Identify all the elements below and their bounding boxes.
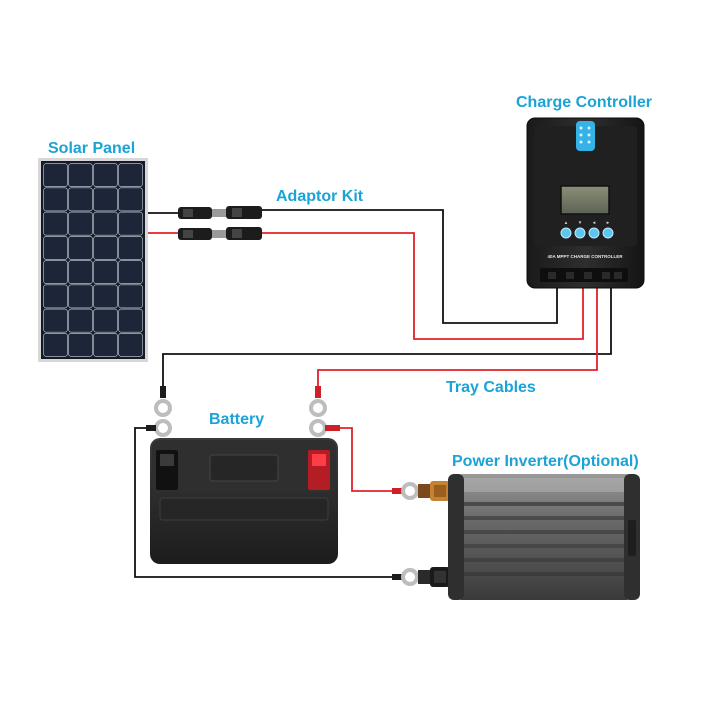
solar-cell [93,333,118,357]
solar-cell [118,187,143,212]
label-battery: Battery [209,411,264,428]
inverter-black-wire [134,427,396,578]
solar-cell [118,236,143,260]
solar-cell [118,163,143,187]
ring-terminal-inverter-negative [392,568,419,586]
battery-negative-terminal [156,450,178,490]
tray-black-wire [162,288,612,394]
solar-cell [43,211,68,236]
solar-cell [93,284,118,309]
controller-button-right [602,227,614,239]
button-glyph-down: ▼ [578,220,582,225]
inverter-red-wire [340,427,396,492]
solar-cell [93,260,118,284]
label-adaptor-kit: Adaptor Kit [276,188,364,205]
solar-cell [68,211,93,236]
solar-cell [118,211,143,236]
solar-cell [43,284,68,309]
wires [134,209,612,578]
tray-red-wire [317,288,598,394]
solar-cell [68,308,93,333]
battery [150,438,338,564]
adaptor-black-wire [262,209,558,324]
solar-cell [68,260,93,284]
solar-cell [118,284,143,309]
controller-button-left [588,227,600,239]
button-glyph-left: ◄ [592,220,596,225]
battery-positive-terminal [308,450,330,490]
labels: Charge Controller Solar Panel Adaptor Ki… [48,94,652,470]
solar-cell [43,333,68,357]
charge-controller: ▲ ▼ ◄ ► 40A MPPT CHARGE CONTROLLER [526,117,645,289]
solar-cell [118,308,143,333]
led-indicator-strip [576,121,595,151]
lcd-screen [560,185,610,215]
solar-cell [93,308,118,333]
solar-cells [43,163,143,357]
solar-cell [68,236,93,260]
button-glyph-right: ► [606,220,610,225]
solar-cell [93,163,118,187]
adaptor-red-wire [262,232,584,340]
power-inverter [418,474,640,600]
ring-terminal-battery-negative [146,419,172,437]
label-tray-cables: Tray Cables [446,379,536,396]
inverter-positive-post [418,481,450,501]
label-solar-panel: Solar Panel [48,140,135,157]
controller-model-text: 40A MPPT CHARGE CONTROLLER [547,254,623,259]
adaptor-kit [178,206,262,240]
controller-button-down [574,227,586,239]
ring-terminal-inverter-positive [392,482,419,500]
solar-cell [43,260,68,284]
label-power-inverter: Power Inverter(Optional) [452,453,639,470]
solar-cell [68,163,93,187]
solar-panel [38,158,148,362]
controller-button-up [560,227,572,239]
mc4-connector-black [178,206,262,219]
solar-cell [118,333,143,357]
solar-cell [43,236,68,260]
ring-terminal-tray-red [309,386,327,417]
inverter-negative-post [418,567,450,587]
ring-terminal-tray-black [154,386,172,417]
solar-cell [93,187,118,212]
solar-cell [43,187,68,212]
solar-cell [68,187,93,212]
solar-cell [93,211,118,236]
solar-cell [68,284,93,309]
solar-cell [118,260,143,284]
label-charge-controller: Charge Controller [516,94,652,111]
solar-cell [68,333,93,357]
solar-cell [43,308,68,333]
ring-terminals [146,386,419,586]
button-glyph-up: ▲ [564,220,568,225]
solar-cell [43,163,68,187]
mc4-connector-red [178,227,262,240]
ring-terminal-battery-positive [309,419,340,437]
solar-cell [93,236,118,260]
